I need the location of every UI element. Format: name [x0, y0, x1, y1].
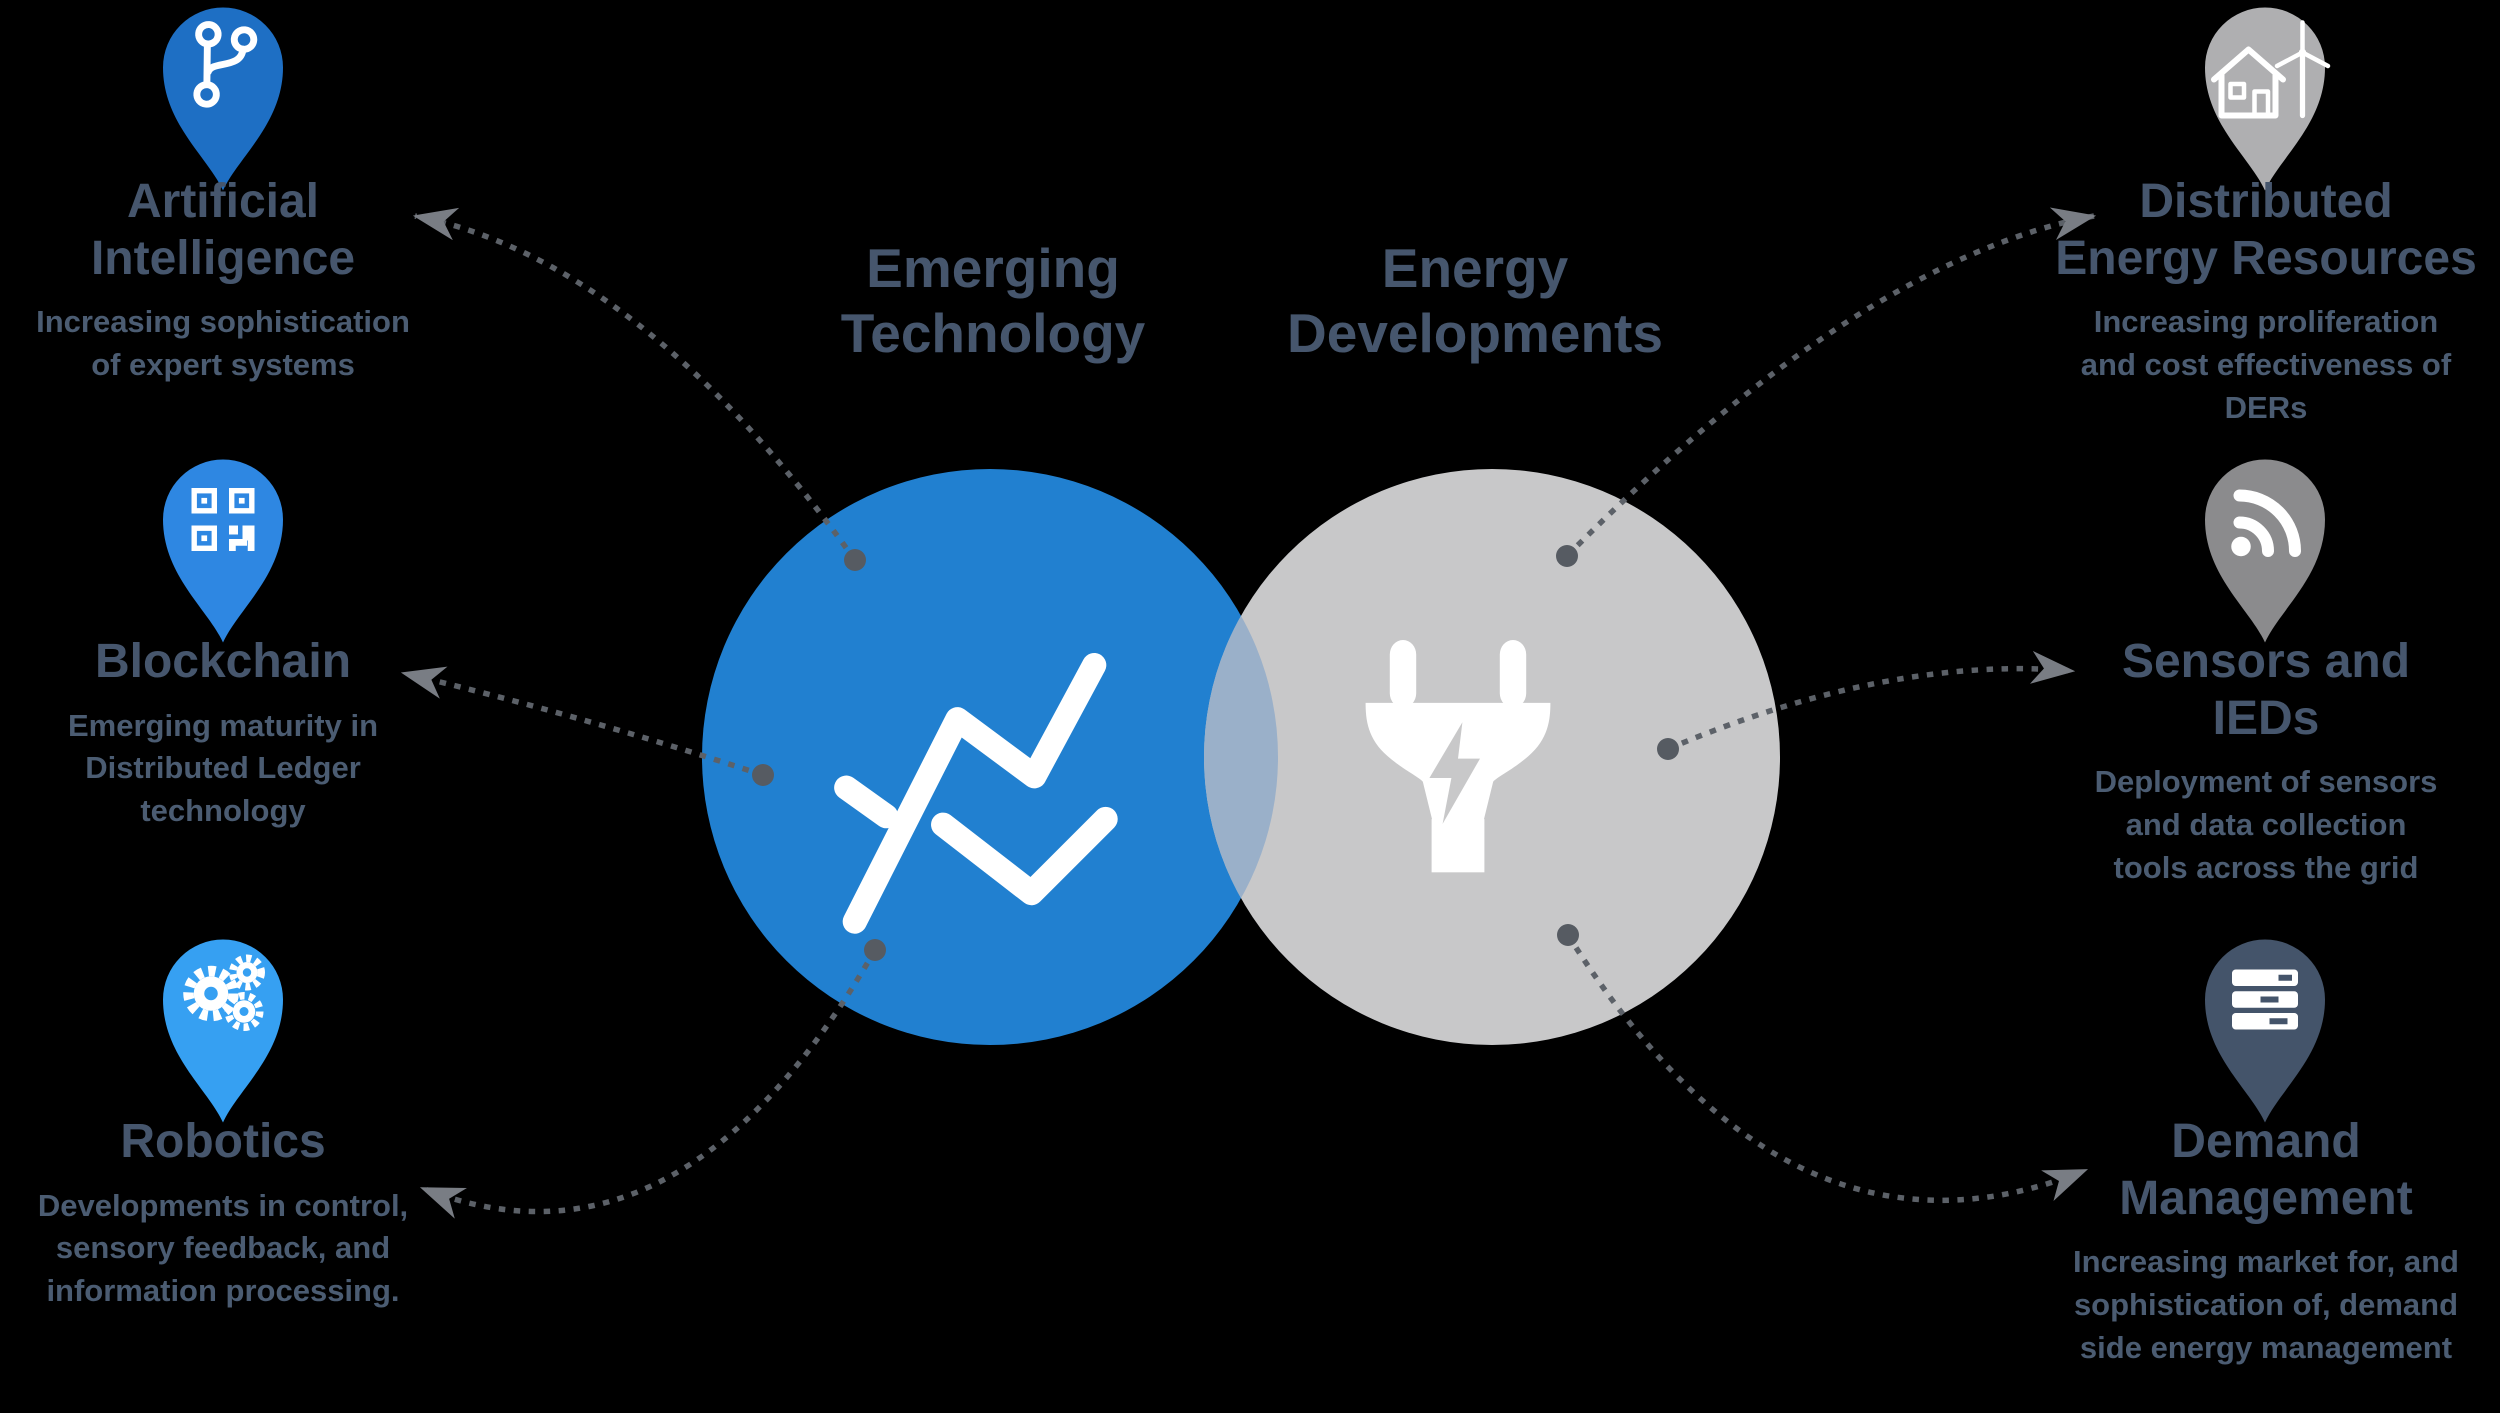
- emerging-technology-header: Emerging Technology: [840, 237, 1146, 364]
- pin-blockchain: [163, 459, 283, 643]
- rss-icon: [2231, 489, 2301, 557]
- line-chart-icon: [834, 652, 1118, 934]
- pin-shape: [163, 459, 283, 643]
- connector-lines: [400, 207, 2097, 1219]
- server-stack-icon: [2232, 969, 2298, 1030]
- label-artificial-intelligence: Artificial Intelligence Increasing sophi…: [8, 174, 438, 387]
- git-branch-icon: [193, 21, 258, 108]
- pin-shape: [163, 7, 283, 191]
- demand-management-subtitle: Increasing market for, and sophisticatio…: [2073, 1244, 2459, 1365]
- lightning-bolt-icon: [1429, 722, 1480, 824]
- label-demand-management: Demand Management Increasing market for,…: [2040, 1114, 2492, 1370]
- connector-robotics: [419, 948, 878, 1219]
- pin-shape: [2205, 7, 2325, 191]
- label-sensors-and-ieds: Sensors and IEDs Deployment of sensors a…: [2040, 634, 2492, 890]
- power-plug-icon: [1365, 640, 1551, 873]
- pin-distributed-energy-resources: [2205, 7, 2331, 191]
- demand-management-title: Demand Management: [2119, 1115, 2413, 1225]
- sensors-and-ieds-subtitle: Deployment of sensors and data collectio…: [2094, 764, 2438, 885]
- artificial-intelligence-subtitle: Increasing sophistication of expert syst…: [36, 304, 410, 383]
- blockchain-title: Blockchain: [94, 635, 352, 688]
- distributed-energy-resources-subtitle: Increasing proliferation and cost effect…: [2080, 304, 2452, 425]
- distributed-energy-resources-title: Distributed Energy Resources: [2055, 175, 2477, 285]
- sensors-and-ieds-title: Sensors and IEDs: [2121, 635, 2411, 745]
- blockchain-subtitle: Emerging maturity in Distributed Ledger …: [67, 707, 379, 829]
- connector-demand-management: [1565, 933, 2089, 1204]
- robotics-subtitle: Developments in control, sensory feedbac…: [37, 1187, 409, 1309]
- connector-distributed-energy-resources: [1565, 207, 2097, 558]
- house-wind-turbine-icon: [2211, 20, 2331, 119]
- pin-shape: [163, 939, 283, 1123]
- label-robotics: Robotics Developments in control, sensor…: [8, 1114, 438, 1313]
- pin-shape: [2205, 939, 2325, 1123]
- gears-icon: [183, 954, 265, 1031]
- pin-robotics: [163, 939, 283, 1123]
- pin-artificial-intelligence: [163, 7, 283, 191]
- robotics-title: Robotics: [120, 1115, 326, 1168]
- connector-blockchain: [400, 666, 764, 778]
- label-blockchain: Blockchain Emerging maturity in Distribu…: [8, 634, 438, 833]
- connector-sensors-and-ieds: [1666, 650, 2076, 752]
- connector-anchor-dots: [752, 545, 1679, 961]
- qr-code-icon: [191, 488, 255, 551]
- energy-developments-header: Energy Developments: [1287, 237, 1663, 364]
- label-distributed-energy-resources: Distributed Energy Resources Increasing …: [2040, 174, 2492, 430]
- artificial-intelligence-title: Artificial Intelligence: [90, 175, 356, 285]
- pin-demand-management: [2205, 939, 2325, 1123]
- pin-sensors-and-ieds: [2205, 459, 2325, 643]
